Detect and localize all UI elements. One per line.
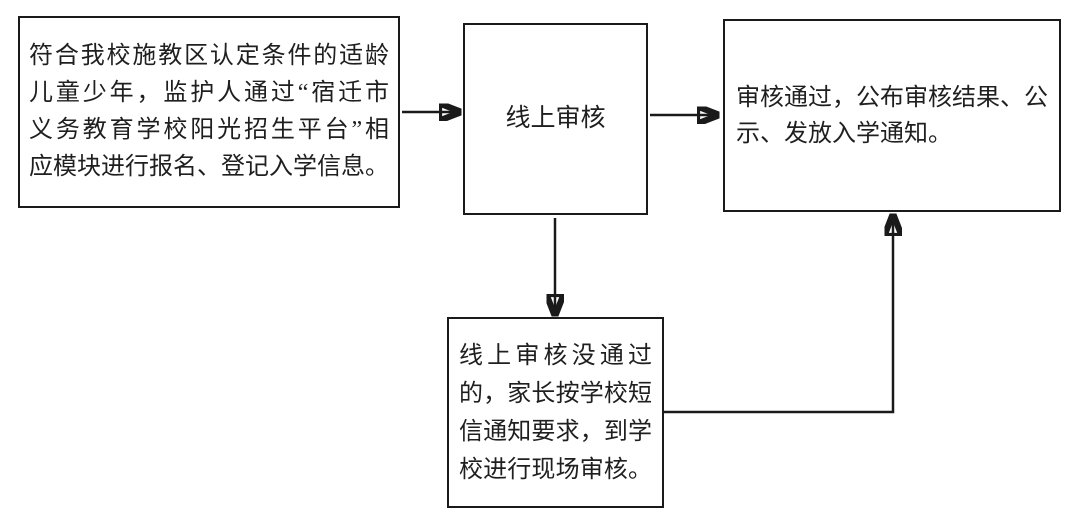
- arrow-onsite-to-approved: [664, 216, 893, 414]
- node-approved-text: 审核通过，公布审核结果、公 示、发放入学通知。: [736, 84, 1048, 147]
- node-online-review: 线上审核: [463, 23, 648, 215]
- node-registration-text: 符合我校施教区认定条件的适龄 儿童少年，监护人通过“宿迁市 义务教育学校阳光招生…: [29, 43, 389, 180]
- node-approved: 审核通过，公布审核结果、公 示、发放入学通知。: [723, 19, 1061, 212]
- node-onsite-review: 线上审核没通过 的，家长按学校短 信通知要求，到学 校进行现场审核。: [447, 317, 664, 508]
- node-onsite-review-text: 线上审核没通过 的，家长按学校短 信通知要求，到学 校进行现场审核。: [459, 342, 652, 483]
- node-registration: 符合我校施教区认定条件的适龄 儿童少年，监护人通过“宿迁市 义务教育学校阳光招生…: [18, 16, 400, 208]
- node-online-review-text: 线上审核: [505, 105, 606, 132]
